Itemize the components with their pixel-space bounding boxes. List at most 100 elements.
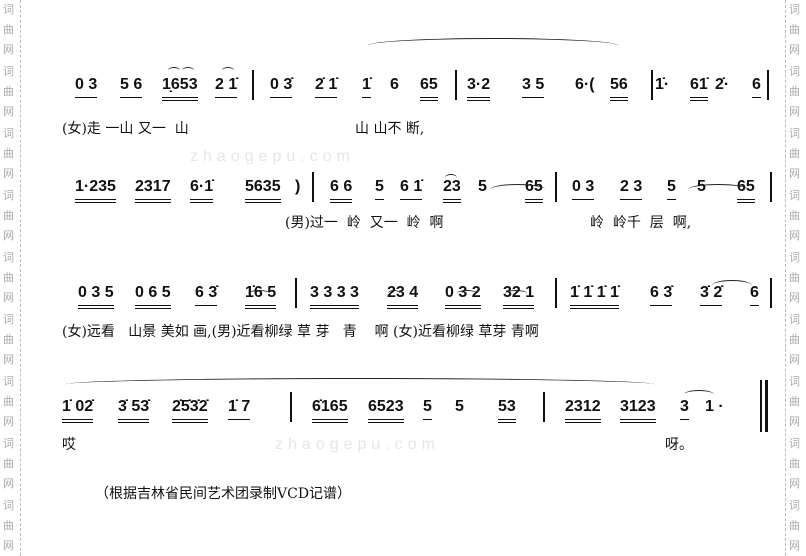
slur-arc	[712, 280, 752, 291]
side-watermark-char: 词	[789, 189, 800, 202]
side-watermark-char: 曲	[3, 147, 14, 160]
lyric-line: (女)走 一山 又一 山	[62, 121, 189, 137]
slur-arc	[684, 390, 714, 399]
note-group: 0 3̇	[270, 76, 293, 98]
note-group: 6 6	[330, 178, 353, 203]
side-watermark-char: 曲	[789, 23, 800, 36]
note-group: 0 3	[75, 76, 98, 98]
side-watermark-char: 曲	[789, 209, 800, 222]
bar-line	[252, 70, 254, 100]
side-watermark-char: 词	[789, 375, 800, 388]
slur-arc	[457, 290, 477, 297]
side-watermark-char: 词	[789, 499, 800, 512]
bar-line	[312, 172, 314, 202]
side-watermark-char: 网	[789, 43, 800, 56]
slur-arc	[505, 290, 527, 297]
note-group: 1·235	[75, 178, 116, 203]
side-watermark-char: 词	[3, 499, 14, 512]
slur-arc	[490, 184, 545, 195]
right-watermark-column: 词曲网词曲网词曲网词曲网词曲网词曲网词曲网词曲网词曲网	[785, 0, 806, 556]
note-group: 6 1̇	[400, 178, 423, 200]
note-group: 3 3 3 3	[310, 284, 359, 309]
side-watermark-char: 网	[789, 415, 800, 428]
side-watermark-char: 词	[789, 251, 800, 264]
note-group: 1̇ 7	[228, 398, 251, 420]
side-watermark-char: 网	[789, 539, 800, 552]
side-watermark-char: 网	[789, 353, 800, 366]
note-group: 2312	[565, 398, 601, 423]
lyric-line: 岭 岭千 层 啊,	[590, 215, 692, 231]
lyric-line: (男)过一 岭 又一 岭 啊	[285, 215, 444, 231]
side-watermark-char: 词	[3, 3, 14, 16]
note-group: 5	[423, 398, 432, 420]
lyric-line: (女)远看 山景 美如 画,(男)近看柳绿 草 芽 青 啊 (女)近看柳绿 草芽…	[62, 324, 539, 340]
note-group: 3̇ 53̇	[118, 398, 150, 423]
note-group: 23	[443, 178, 461, 203]
side-watermark-char: 曲	[3, 395, 14, 408]
slur-arc	[248, 290, 270, 297]
side-watermark-char: 曲	[3, 23, 14, 36]
lyric-line: 呀。	[665, 437, 693, 453]
side-watermark-char: 曲	[789, 457, 800, 470]
note-group: 5635	[245, 178, 281, 203]
note-group: 65	[420, 76, 438, 101]
side-watermark-char: 网	[3, 43, 14, 56]
note-group: 2̇ 1̇	[315, 76, 338, 98]
slur-arc	[65, 378, 655, 391]
final-bar-line-thin	[760, 380, 762, 432]
side-watermark-char: 曲	[789, 395, 800, 408]
side-watermark-char: 网	[789, 167, 800, 180]
note-group: )	[295, 178, 301, 195]
center-watermark: zhaogepu.com	[275, 436, 440, 453]
slur-arc	[168, 67, 180, 74]
side-watermark-char: 词	[3, 251, 14, 264]
note-group: 5	[455, 398, 464, 415]
bar-line	[651, 70, 653, 100]
side-watermark-char: 词	[789, 313, 800, 326]
side-watermark-char: 网	[789, 105, 800, 118]
side-watermark-char: 网	[3, 105, 14, 118]
side-watermark-char: 曲	[3, 209, 14, 222]
note-group: 3	[680, 398, 689, 420]
note-group: 53	[498, 398, 516, 423]
side-watermark-char: 曲	[3, 271, 14, 284]
note-group: 6 3̇	[195, 284, 218, 306]
note-group: 6	[390, 76, 399, 93]
note-group: 2317	[135, 178, 171, 203]
note-group: 6	[752, 76, 761, 98]
note-group: 5	[375, 178, 384, 200]
slur-arc	[688, 184, 748, 195]
side-watermark-char: 网	[789, 291, 800, 304]
note-group: 2 3	[620, 178, 643, 200]
note-group: 0 6 5	[135, 284, 171, 309]
bar-line	[767, 70, 769, 100]
slur-arc	[222, 67, 234, 74]
lyric-line: 哎	[62, 437, 76, 453]
side-watermark-char: 网	[3, 415, 14, 428]
side-watermark-char: 曲	[789, 271, 800, 284]
slur-arc	[445, 174, 457, 181]
note-group: 5	[478, 178, 487, 195]
side-watermark-char: 词	[789, 127, 800, 140]
note-group: 3 5	[522, 76, 545, 98]
note-group: 5 6	[120, 76, 143, 98]
note-group: 6	[750, 284, 759, 306]
note-group: 1 ·	[705, 398, 724, 415]
note-group: 3·2	[467, 76, 491, 101]
side-watermark-char: 词	[789, 3, 800, 16]
slur-arc	[368, 38, 618, 53]
side-watermark-char: 词	[3, 65, 14, 78]
bar-line	[555, 278, 557, 308]
side-watermark-char: 词	[3, 313, 14, 326]
note-group: 56	[610, 76, 628, 101]
slur-arc	[388, 290, 400, 297]
side-watermark-char: 词	[789, 65, 800, 78]
side-watermark-char: 网	[3, 291, 14, 304]
note-group: 6̇165	[312, 398, 348, 423]
side-watermark-char: 网	[3, 477, 14, 490]
side-watermark-char: 曲	[789, 519, 800, 532]
note-group: 1̇ 02̇	[62, 398, 94, 423]
bar-line	[290, 392, 292, 422]
side-watermark-char: 曲	[789, 85, 800, 98]
lyric-line: 山 山不 断,	[355, 121, 425, 137]
